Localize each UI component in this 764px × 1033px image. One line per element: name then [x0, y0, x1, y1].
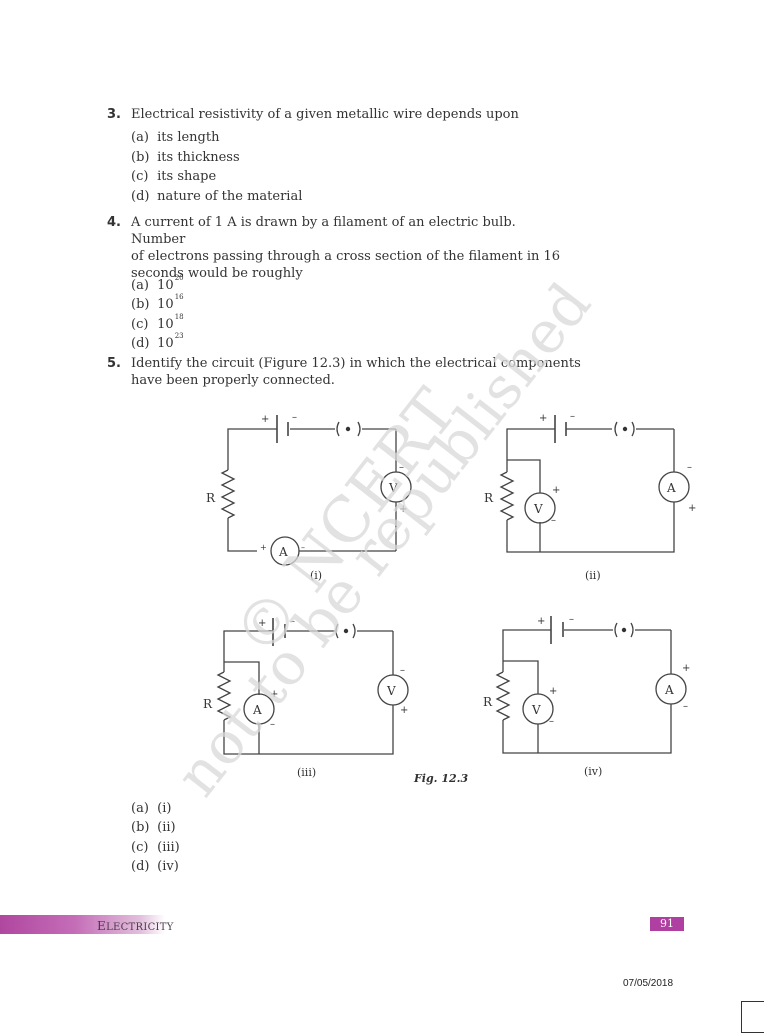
svg-text:+: +: [537, 616, 545, 627]
question-number: 4.: [107, 215, 121, 230]
svg-text:A: A: [664, 683, 674, 697]
circuit-label-i: (i): [310, 569, 322, 582]
circuit-ii: [500, 415, 690, 553]
svg-text:+: +: [399, 504, 407, 515]
option-a: (a) (i): [131, 801, 172, 816]
svg-text:–: –: [569, 614, 574, 625]
svg-text:–: –: [270, 719, 275, 730]
svg-text:+: +: [261, 414, 269, 425]
svg-text:+: +: [688, 503, 696, 514]
question-text: Identify the circuit (Figure 12.3) in wh…: [131, 356, 581, 388]
voltmeter-label: V: [388, 481, 398, 495]
circuit-label-iii: (iii): [297, 766, 316, 779]
circuit-label-ii: (ii): [585, 569, 601, 582]
question-number: 5.: [107, 356, 121, 371]
footer-band: [0, 915, 165, 934]
svg-text:V: V: [533, 502, 543, 516]
svg-text:+: +: [552, 485, 560, 496]
svg-text:+: +: [400, 705, 408, 716]
svg-text:+: +: [682, 663, 690, 674]
svg-text:–: –: [683, 701, 688, 712]
circuit-iii: [217, 618, 409, 755]
svg-text:–: –: [570, 411, 575, 422]
option-a: (a) its length: [131, 130, 220, 145]
svg-text:–: –: [301, 543, 305, 552]
option-c: (c) (iii): [131, 840, 180, 855]
print-date: 07/05/2018: [623, 978, 674, 989]
question-text: A current of 1 A is drawn by a filament …: [131, 215, 561, 281]
chapter-title: ELECTRICITY: [97, 919, 174, 933]
svg-text:–: –: [400, 665, 405, 676]
svg-text:A: A: [666, 481, 676, 495]
svg-text:–: –: [687, 462, 692, 473]
circuit-iv: [496, 616, 687, 754]
option-d: (d) nature of the material: [131, 189, 303, 204]
svg-text:+: +: [258, 618, 266, 629]
svg-text:–: –: [549, 716, 554, 727]
ammeter-label: A: [278, 545, 288, 559]
page-number: 91: [650, 917, 684, 931]
svg-text:–: –: [551, 515, 556, 526]
question-number: 3.: [107, 107, 121, 122]
circuit-label-iv: (iv): [584, 765, 602, 778]
svg-text:V: V: [531, 703, 541, 717]
svg-text:–: –: [399, 462, 404, 473]
svg-text:R: R: [483, 695, 493, 709]
svg-text:+: +: [549, 686, 557, 697]
svg-text:R: R: [484, 491, 494, 505]
svg-text:A: A: [252, 703, 262, 717]
resistor-label: R: [206, 491, 216, 505]
svg-text:–: –: [290, 616, 295, 627]
option-c: (c) its shape: [131, 169, 217, 184]
crop-mark: [741, 1001, 764, 1033]
option-b: (b) (ii): [131, 820, 176, 835]
svg-text:+: +: [270, 689, 278, 700]
svg-text:V: V: [386, 684, 396, 698]
option-b: (b) its thickness: [131, 150, 240, 165]
circuit-i: [221, 415, 412, 566]
svg-text:+: +: [260, 543, 267, 552]
svg-text:R: R: [203, 697, 213, 711]
option-a: (a) 1020: [131, 274, 184, 293]
question-text: Electrical resistivity of a given metall…: [131, 107, 519, 122]
option-c: (c) 1018: [131, 313, 184, 332]
figure-caption: Fig. 12.3: [414, 772, 469, 785]
option-d: (d) 1023: [131, 332, 184, 351]
svg-text:+: +: [539, 413, 547, 424]
option-b: (b) 1016: [131, 293, 184, 312]
option-d: (d) (iv): [131, 859, 179, 874]
svg-text:–: –: [292, 412, 297, 423]
